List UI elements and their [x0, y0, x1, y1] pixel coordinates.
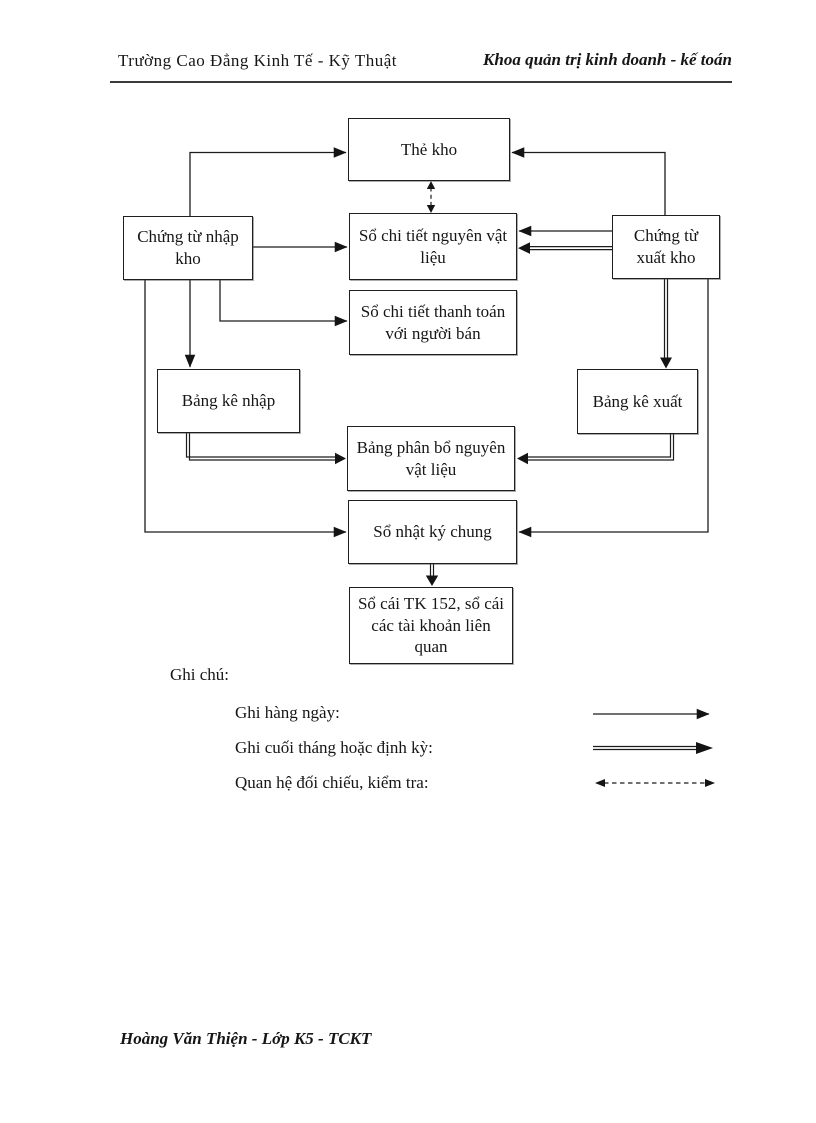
node-so-cai-tk152: Sổ cái TK 152, sổ cái các tài khoản liên… [349, 587, 513, 664]
edge-bang-ke-nhap-to-phan-bo [185, 433, 337, 461]
header-rule [110, 81, 732, 83]
edge-bang-ke-xuat-to-phan-bo [527, 434, 675, 461]
node-the-kho: Thẻ kho [348, 118, 510, 181]
legend-title: Ghi chú: [170, 665, 230, 684]
legend-label-check: Quan hệ đối chiếu, kiểm tra: [235, 773, 429, 792]
dashed-double-headed-arrow-icon [595, 779, 715, 787]
double-line-arrow-icon [593, 742, 713, 754]
node-so-chi-tiet-nvl: Sổ chi tiết nguyên vật liệu [349, 213, 517, 280]
node-so-nhat-ky-chung: Sổ nhật ký chung [348, 500, 517, 564]
node-bang-ke-xuat: Bảng kê xuất [577, 369, 698, 434]
edge-xuat-kho-to-bang-ke-xuat [663, 279, 669, 361]
header-faculty-name: Khoa quản trị kinh doanh - kế toán [483, 50, 732, 69]
double-line-arrowheads [335, 242, 672, 586]
legend-label-daily: Ghi hàng ngày: [235, 703, 340, 722]
single-line-arrow-icon [593, 708, 710, 720]
edge-nhap-kho-to-thanh-toan [219, 280, 348, 327]
edge-xuat-kho-to-so-chi-tiet-double [529, 246, 612, 251]
footer-author: Hoàng Văn Thiện - Lớp K5 - TCKT [120, 1029, 372, 1048]
node-bang-ke-nhap: Bảng kê nhập [157, 369, 300, 433]
node-chung-tu-nhap-kho: Chứng từ nhập kho [123, 216, 253, 280]
edge-xuat-kho-to-so-nhat-ky [518, 279, 709, 538]
edge-nhap-kho-to-so-nhat-ky [144, 280, 347, 538]
edge-nhap-kho-to-the-kho [189, 147, 347, 216]
edge-the-kho-so-chi-tiet-dashed [426, 181, 436, 213]
node-bang-phan-bo: Bảng phân bổ nguyên vật liệu [347, 426, 515, 491]
header-school-name: Trường Cao Đẳng Kinh Tế - Kỹ Thuật [118, 51, 398, 70]
node-chung-tu-xuat-kho: Chứng từ xuất kho [612, 215, 720, 279]
edge-xuat-kho-to-the-kho [511, 147, 666, 215]
legend-label-periodic: Ghi cuối tháng hoặc định kỳ: [235, 738, 433, 757]
node-so-chi-tiet-thanh-toan: Sổ chi tiết thanh toán với người bán [349, 290, 517, 355]
